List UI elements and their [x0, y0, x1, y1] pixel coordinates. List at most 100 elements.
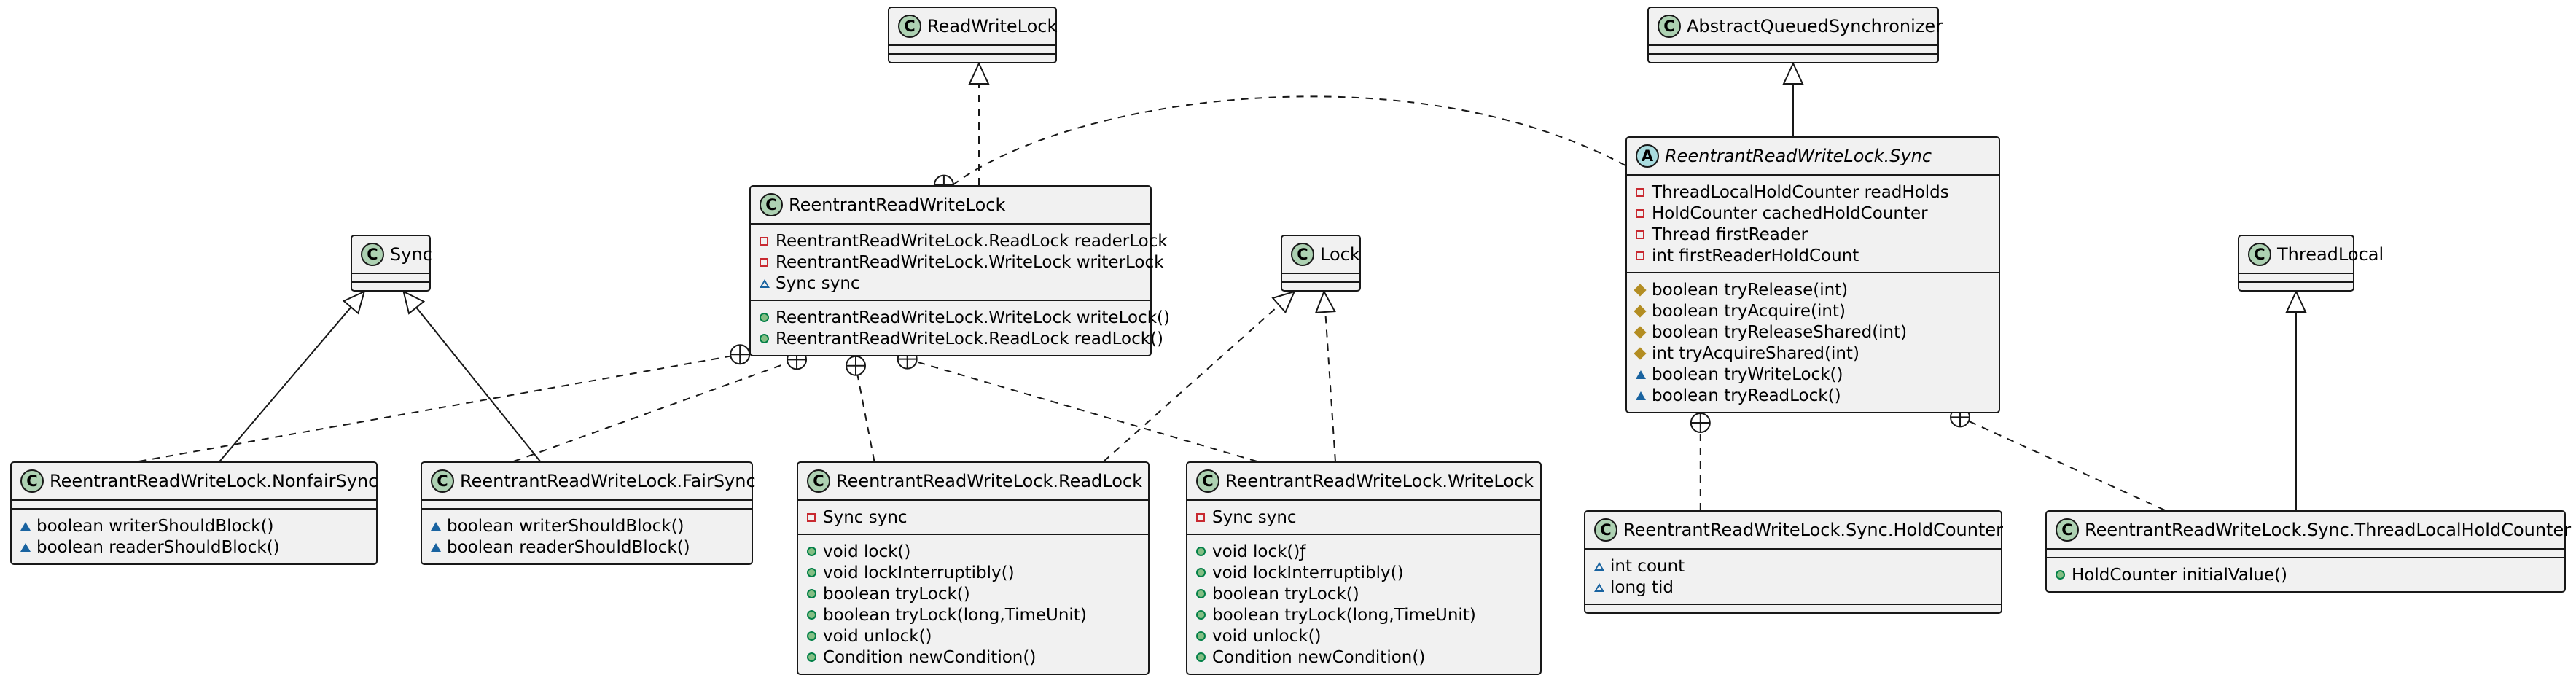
methods-section: [1649, 53, 1937, 62]
package-visibility-icon: [1594, 582, 1610, 592]
public-visibility-icon: [807, 547, 823, 556]
class-icon: C: [2056, 518, 2079, 542]
field-row: Sync sync: [1187, 507, 1540, 528]
method-row: boolean readerShouldBlock(): [12, 537, 376, 558]
public-visibility-icon: [760, 334, 776, 343]
fields-section: [352, 273, 429, 281]
method-row: boolean tryReadLock(): [1627, 385, 1999, 406]
method-text: boolean tryLock(): [823, 584, 970, 604]
method-row: int tryAcquireShared(int): [1627, 343, 1999, 364]
method-text: boolean tryReadLock(): [1652, 386, 1841, 405]
method-row: boolean tryRelease(int): [1627, 279, 1999, 300]
method-row: boolean readerShouldBlock(): [422, 537, 752, 558]
method-text: ReentrantReadWriteLock.WriteLock writeLo…: [776, 308, 1170, 327]
private-visibility-icon: [1636, 187, 1652, 197]
methods-section: [352, 281, 429, 290]
fields-section: [2239, 273, 2353, 281]
method-row: boolean tryLock(): [1187, 583, 1540, 604]
method-row: boolean tryAcquire(int): [1627, 300, 1999, 321]
class-name: ReentrantReadWriteLock.Sync.HoldCounter: [1623, 520, 2003, 540]
method-text: boolean readerShouldBlock(): [36, 537, 280, 557]
public-visibility-icon: [807, 568, 823, 577]
methods-section: [1585, 604, 2001, 612]
field-row: Sync sync: [751, 273, 1150, 294]
relation-rrwl-to-readwritelock-arrowhead: [968, 61, 990, 85]
protected-visibility-icon: [1634, 305, 1652, 317]
method-text: ReentrantReadWriteLock.ReadLock readLock…: [776, 329, 1163, 348]
method-text: void lock()ƒ: [1212, 542, 1306, 561]
relation-rrwl_sync-to-rrwl-line: [953, 95, 1626, 186]
public-visibility-icon: [807, 652, 823, 662]
class-name: ReentrantReadWriteLock.FairSync: [460, 471, 756, 491]
relation-fair-to-sync-arrowhead: [402, 290, 426, 315]
private-visibility-icon: [1196, 512, 1212, 522]
method-row: boolean tryLock(long,TimeUnit): [798, 604, 1148, 625]
class-header: C ReentrantReadWriteLock.Sync.HoldCounter: [1585, 512, 2003, 548]
method-row: Condition newCondition(): [1187, 647, 1540, 668]
public-visibility-icon: [1196, 652, 1212, 662]
method-text: boolean writerShouldBlock(): [447, 516, 684, 536]
method-row: boolean tryLock(): [798, 583, 1148, 604]
protected-visibility-icon: [1634, 326, 1652, 338]
relation-writelock-to-lock-arrowhead: [1314, 289, 1336, 313]
method-row: void lock(): [798, 541, 1148, 562]
method-text: boolean tryAcquire(int): [1652, 301, 1846, 321]
fields-section: ReentrantReadWriteLock.ReadLock readerLo…: [751, 223, 1168, 300]
relation-readlock-to-rrwl-nested-icon: [845, 355, 866, 376]
abstract-class-icon: A: [1636, 144, 1659, 168]
relation-rrwl_sync-to-aqs-arrowhead: [1782, 61, 1804, 85]
relation-nonfair-to-sync-line: [219, 306, 352, 462]
method-text: boolean tryReleaseShared(int): [1652, 322, 1908, 342]
field-row: HoldCounter cachedHoldCounter: [1627, 203, 1999, 224]
field-text: Sync sync: [823, 507, 908, 527]
protected-visibility-icon: [1634, 347, 1652, 359]
class-name: AbstractQueuedSynchronizer: [1687, 16, 1943, 36]
class-name: ReentrantReadWriteLock.NonfairSync: [50, 471, 378, 491]
fields-section: [1649, 44, 1937, 53]
method-text: boolean tryRelease(int): [1652, 280, 1849, 300]
method-text: boolean readerShouldBlock(): [447, 537, 690, 557]
field-text: ThreadLocalHoldCounter readHolds: [1652, 182, 1949, 202]
relation-writelock-to-rrwl-line: [916, 361, 1257, 462]
package-filled-visibility-icon: [431, 521, 447, 531]
public-visibility-icon: [760, 313, 776, 322]
public-visibility-icon: [807, 589, 823, 598]
public-visibility-icon: [1196, 610, 1212, 620]
field-row: ThreadLocalHoldCounter readHolds: [1627, 182, 1999, 203]
class-icon: C: [2248, 243, 2271, 266]
public-visibility-icon: [1196, 589, 1212, 598]
private-visibility-icon: [1636, 230, 1652, 239]
package-visibility-icon: [1594, 561, 1610, 571]
method-row: boolean writerShouldBlock(): [422, 515, 752, 537]
public-visibility-icon: [1196, 631, 1212, 641]
methods-section: [2239, 281, 2353, 290]
fields-section: [889, 44, 1055, 53]
class-name: ReentrantReadWriteLock.ReadLock: [836, 471, 1142, 491]
relation-fair-to-rrwl-line: [513, 362, 789, 462]
relation-readlock-to-lock-line: [1103, 304, 1280, 462]
method-row: void unlock(): [798, 625, 1148, 647]
class-icon: C: [1594, 518, 1617, 542]
relation-nonfair-to-rrwl-line: [138, 355, 731, 462]
field-row: int firstReaderHoldCount: [1627, 245, 1999, 266]
package-filled-visibility-icon: [20, 542, 36, 552]
method-text: void lockInterruptibly(): [823, 563, 1015, 582]
field-text: Sync sync: [1212, 507, 1297, 527]
method-text: int tryAcquireShared(int): [1652, 343, 1859, 363]
method-text: Condition newCondition(): [1212, 647, 1426, 667]
